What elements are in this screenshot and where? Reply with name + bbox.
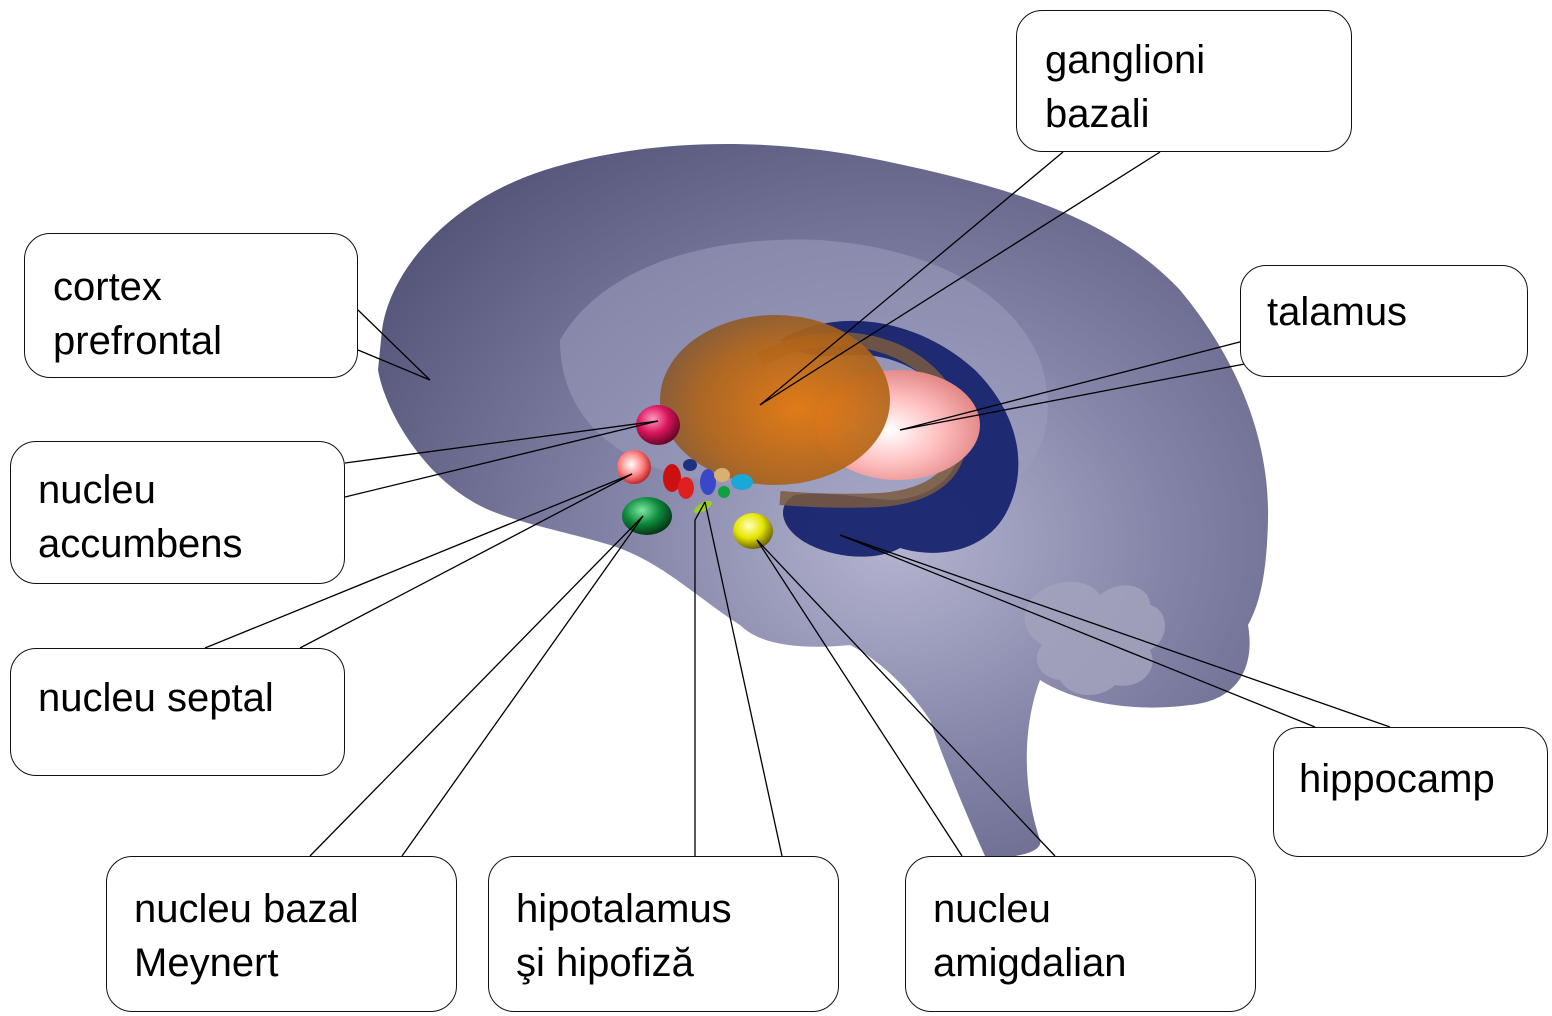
leader-meynert-2 [402, 516, 643, 856]
leader-meynert-1 [310, 516, 643, 856]
amygdala [733, 513, 773, 549]
label-nucleu-amigdalian: nucleu amigdalian [905, 856, 1256, 1012]
label-ganglioni-bazali: ganglioni bazali [1016, 10, 1352, 152]
label-nucleu-bazal-meynert: nucleu bazal Meynert [106, 856, 457, 1012]
basal-ganglia [660, 315, 890, 485]
label-hipotalamus-hipofiza: hipotalamus şi hipofiză [488, 856, 839, 1012]
label-cortex-prefrontal: cortex prefrontal [24, 233, 358, 378]
label-hippocamp: hippocamp [1273, 727, 1548, 857]
label-nucleu-accumbens: nucleu accumbens [10, 441, 345, 584]
label-talamus: talamus [1240, 265, 1528, 377]
leader-septal-2 [300, 474, 632, 648]
label-nucleu-septal: nucleu septal [10, 648, 345, 776]
